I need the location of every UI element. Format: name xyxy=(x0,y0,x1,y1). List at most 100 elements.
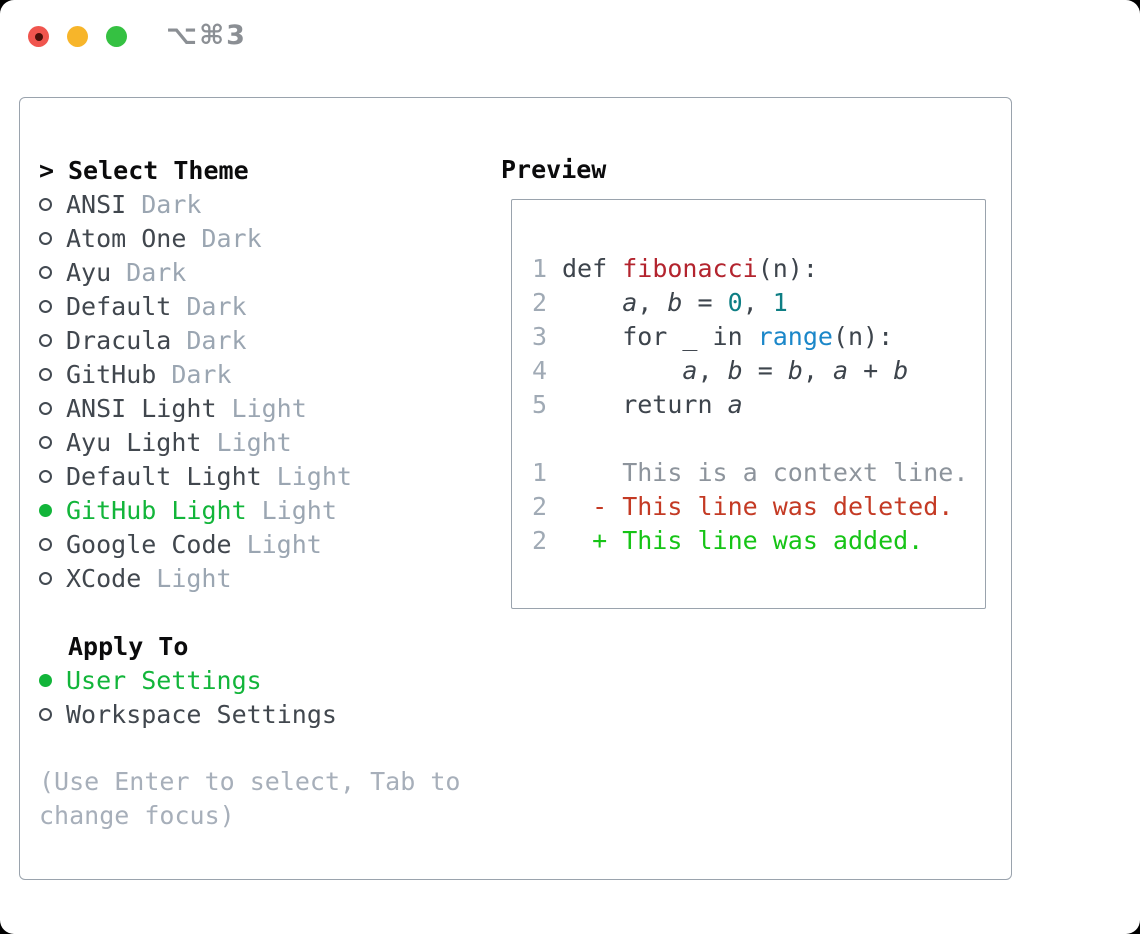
code-segment: range xyxy=(757,322,833,351)
line-number: 2 xyxy=(532,288,548,317)
code-segment: def xyxy=(562,254,623,283)
line-number: 2 xyxy=(532,492,548,521)
code-segment: - This line was deleted. xyxy=(562,492,954,521)
theme-option[interactable]: GitHub Light Light xyxy=(39,493,519,527)
apply-to-option[interactable]: User Settings xyxy=(39,663,519,697)
hint-text: (Use Enter to select, Tab to change focu… xyxy=(39,767,461,830)
line-number: 1 xyxy=(532,254,548,283)
radio-icon xyxy=(39,435,52,449)
code-segment: b xyxy=(727,356,743,385)
preview-line: 2 + This line was added. xyxy=(532,524,985,558)
radio-icon xyxy=(39,707,52,721)
theme-option[interactable]: Default Dark xyxy=(39,289,519,323)
code-segment: fibonacci xyxy=(622,254,758,283)
theme-name: ANSI Light xyxy=(66,393,217,423)
theme-name: Ayu Light xyxy=(66,427,202,457)
theme-name: GitHub xyxy=(66,359,157,389)
code-segment: , xyxy=(697,356,728,385)
code-segment xyxy=(562,356,682,385)
theme-name: Atom One xyxy=(66,223,187,253)
theme-variant: Dark xyxy=(186,291,247,321)
theme-variant: Light xyxy=(216,427,292,457)
window-title: ⌥⌘3 xyxy=(166,20,247,51)
preview-line: 2 a, b = 0, 1 xyxy=(532,286,985,320)
radio-icon xyxy=(39,537,52,551)
code-segment: + This line was added. xyxy=(562,526,924,555)
line-number: 3 xyxy=(532,322,548,351)
code-segment: 0 xyxy=(727,288,743,317)
code-segment: b xyxy=(893,356,909,385)
zoom-button[interactable] xyxy=(106,26,127,47)
theme-name: XCode xyxy=(66,563,142,593)
theme-name: Default xyxy=(66,291,172,321)
radio-icon xyxy=(39,197,52,211)
theme-variant: Dark xyxy=(126,257,187,287)
select-theme-title: Select Theme xyxy=(68,155,249,185)
theme-variant: Light xyxy=(261,495,337,525)
radio-selected-icon xyxy=(39,503,52,517)
preview-line: 3 for _ in range(n): xyxy=(532,320,985,354)
code-segment: , xyxy=(802,356,833,385)
radio-icon xyxy=(39,333,52,347)
line-number: 2 xyxy=(532,526,548,555)
theme-option[interactable]: ANSI Light Light xyxy=(39,391,519,425)
apply-to-option[interactable]: Workspace Settings xyxy=(39,697,519,731)
radio-selected-icon xyxy=(39,673,52,687)
cursor-caret-icon: > xyxy=(39,155,55,185)
apply-to-label: Workspace Settings xyxy=(66,699,337,729)
radio-icon xyxy=(39,231,52,245)
line-number: 4 xyxy=(532,356,548,385)
code-segment: a xyxy=(727,390,743,419)
apply-to-header: Apply To xyxy=(39,629,519,663)
select-theme-header: > Select Theme xyxy=(39,153,519,187)
close-dot-icon xyxy=(34,32,43,41)
radio-icon xyxy=(39,367,52,381)
close-button[interactable] xyxy=(28,26,49,47)
theme-variant: Dark xyxy=(186,325,247,355)
preview-header: Preview xyxy=(501,155,607,184)
theme-variant: Light xyxy=(276,461,352,491)
code-segment: + xyxy=(848,356,894,385)
code-segment: , xyxy=(637,288,668,317)
code-segment: b xyxy=(667,288,683,317)
radio-icon xyxy=(39,571,52,585)
theme-option[interactable]: Ayu Light Light xyxy=(39,425,519,459)
code-segment: b xyxy=(787,356,803,385)
preview-line: 5 return a xyxy=(532,388,985,422)
code-segment: = xyxy=(682,288,728,317)
line-number: 5 xyxy=(532,390,548,419)
theme-variant: Light xyxy=(231,393,307,423)
theme-option[interactable]: ANSI Dark xyxy=(39,187,519,221)
code-segment: a xyxy=(832,356,849,385)
minimize-button[interactable] xyxy=(67,26,88,47)
code-segment: for _ in xyxy=(562,322,758,351)
radio-icon xyxy=(39,401,52,415)
code-segment: This is a context line. xyxy=(562,458,969,487)
code-segment: (n): xyxy=(832,322,894,351)
radio-icon xyxy=(39,265,52,279)
theme-option[interactable]: Dracula Dark xyxy=(39,323,519,357)
theme-name: GitHub Light xyxy=(66,495,247,525)
theme-name: Google Code xyxy=(66,529,232,559)
theme-name: Dracula xyxy=(66,325,172,355)
theme-name: ANSI xyxy=(66,189,127,219)
code-segment: 1 xyxy=(772,288,788,317)
code-segment xyxy=(562,288,622,317)
theme-variant: Dark xyxy=(141,189,202,219)
preview-line xyxy=(532,422,985,456)
